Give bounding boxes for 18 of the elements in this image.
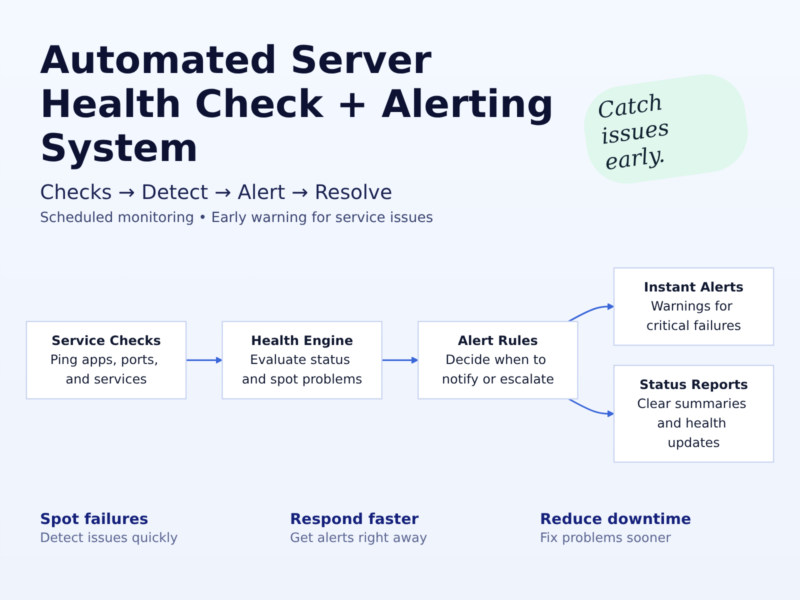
benefit-text: Fix problems sooner: [540, 531, 672, 546]
node-box: Health Engine Evaluate status and spot problems: [222, 320, 382, 400]
node-box: Alert Rules Decide when to notify or escalate: [418, 320, 578, 400]
tagline: Scheduled monitoring • Early warning for service issues: [40, 210, 434, 226]
title: Automated Server Health Check + Alerting System: [40, 38, 555, 170]
subtitle-steps: Checks → Detect → Alert → Resolve: [40, 180, 560, 204]
benefit-heading: Reduce downtime: [540, 510, 692, 528]
arrow: [186, 356, 223, 364]
arrow: [382, 356, 418, 364]
node-box: Status Reports Clear summaries and health updates: [613, 364, 774, 463]
benefit-heading: Respond faster: [290, 510, 420, 528]
arrow: [568, 303, 614, 322]
benefit-text: Get alerts right away: [290, 531, 428, 546]
node-box: Instant Alerts Warnings for critical failures: [613, 267, 774, 346]
benefit-heading: Spot failures: [40, 510, 150, 528]
node-box: Service Checks Ping apps, ports, and services: [26, 320, 187, 400]
benefit-text: Detect issues quickly: [40, 531, 179, 546]
arrow: [568, 398, 614, 418]
